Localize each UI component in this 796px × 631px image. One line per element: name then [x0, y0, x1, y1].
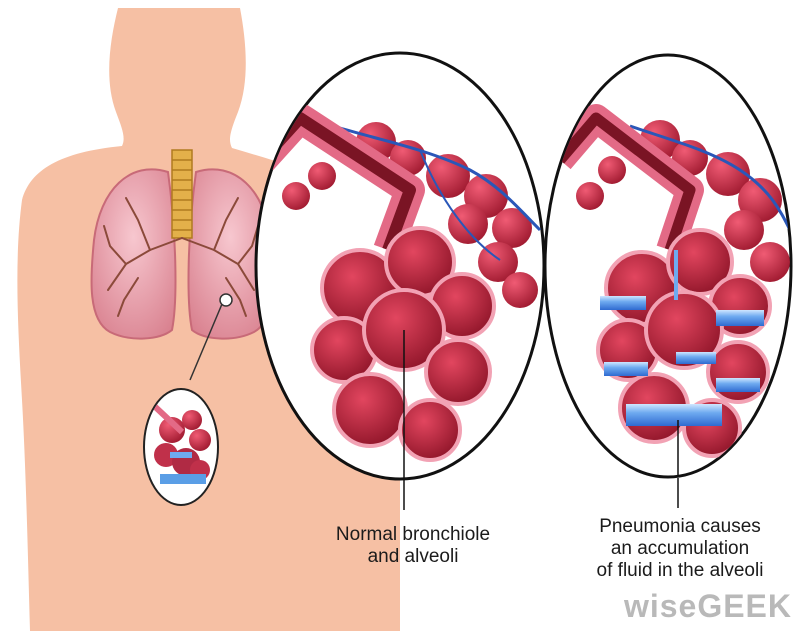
normal-bronchiole-label: Normal bronchiole and alveoli	[308, 524, 518, 568]
normal-label-line2: and alveoli	[308, 546, 518, 568]
pneumonia-label-line2: an accumulation	[566, 538, 794, 560]
small-magnifier	[144, 389, 218, 505]
pneumonia-label: Pneumonia causes an accumulation of flui…	[566, 516, 794, 582]
pneumonia-alveoli-magnifier	[545, 55, 791, 508]
normal-label-line1: Normal bronchiole	[308, 524, 518, 546]
pneumonia-label-line1: Pneumonia causes	[566, 516, 794, 538]
wisegeek-watermark: wiseGEEK	[624, 588, 792, 625]
pneumonia-label-line3: of fluid in the alveoli	[566, 560, 794, 582]
